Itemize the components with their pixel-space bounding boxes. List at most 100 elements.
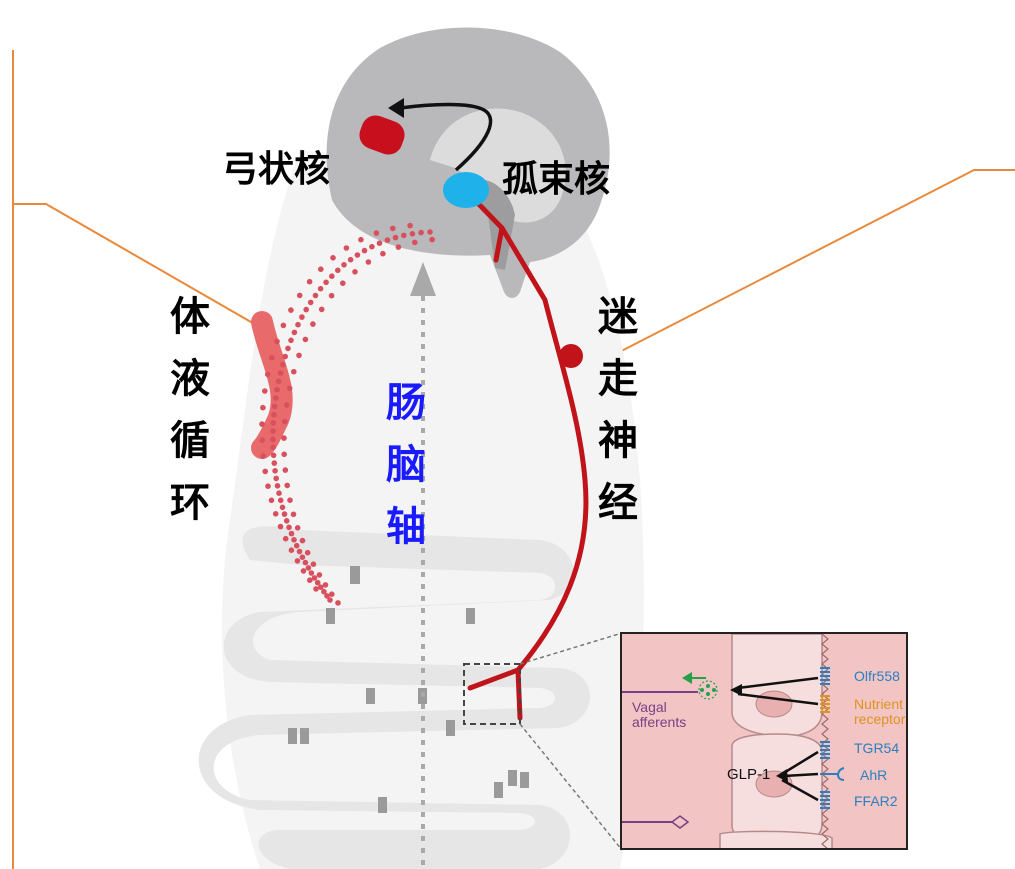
blood-dot: [340, 280, 346, 287]
blood-dot: [361, 247, 368, 254]
blood-dot: [335, 267, 341, 274]
body-silhouette: [221, 150, 644, 869]
blood-dot: [312, 292, 319, 299]
blood-dot: [272, 468, 278, 474]
vertical-char: 走: [598, 356, 638, 402]
blood-dot: [275, 378, 282, 385]
brain: [326, 27, 610, 299]
blood-dot: [274, 338, 280, 345]
vertical-char: 肠: [386, 380, 426, 426]
blood-dot: [277, 370, 284, 376]
blood-dot: [283, 518, 290, 524]
blood-dot: [395, 244, 402, 250]
vertical-char: 神: [598, 418, 638, 464]
ahr-label: AhR: [860, 767, 888, 783]
blood-dot: [270, 436, 276, 443]
glp1-label: GLP-1: [727, 766, 771, 783]
blood-dot: [296, 352, 302, 359]
blood-dot: [330, 254, 336, 261]
blood-circulation-label: 体液循环: [166, 286, 214, 534]
nts-label: 孤束核: [502, 159, 611, 200]
blood-dot: [290, 511, 297, 518]
blood-dot: [274, 483, 281, 489]
blood-dot: [270, 452, 277, 459]
intestine: [198, 526, 591, 869]
vertical-char: 脑: [386, 442, 426, 488]
blood-dot: [429, 236, 435, 243]
blood-dot: [317, 285, 324, 292]
blood-dot: [273, 395, 279, 401]
blood-dot: [418, 229, 424, 236]
blood-dot: [302, 559, 309, 566]
blood-dot: [282, 467, 289, 473]
blood-dot: [277, 497, 284, 504]
blood-dot: [329, 591, 335, 597]
blood-dot: [294, 525, 301, 531]
blood-dot: [282, 535, 289, 542]
blood-dot: [314, 579, 321, 586]
blood-dot: [316, 572, 323, 578]
blood-dot: [305, 565, 312, 571]
blood-dot: [294, 558, 301, 564]
blood-dot: [358, 236, 364, 243]
blood-dot: [286, 385, 293, 392]
blood-dot: [272, 511, 279, 517]
ffar2-label: FFAR2: [854, 793, 898, 809]
blood-dot: [412, 239, 418, 246]
blood-dot: [352, 269, 358, 275]
gut-tight-junctions: [288, 566, 529, 813]
blood-dot: [299, 314, 305, 320]
blood-dot: [409, 231, 416, 237]
vertical-char: 环: [170, 480, 210, 526]
blood-dot: [291, 329, 298, 336]
blood-dot: [311, 575, 318, 581]
blood-dot: [407, 222, 413, 229]
vagal-ganglion: [559, 344, 583, 368]
blood-dot: [274, 386, 280, 393]
blood-dots: [259, 222, 435, 606]
nts-nucleus: [443, 172, 489, 208]
blood-dot: [295, 321, 301, 328]
arrowhead: [388, 98, 404, 118]
blood-dot: [268, 497, 275, 504]
blood-dot: [307, 577, 313, 583]
blood-dot: [310, 321, 316, 327]
blood-dot: [270, 444, 277, 451]
blood-dot: [288, 530, 295, 537]
blood-dot: [392, 234, 399, 241]
blood-dot: [291, 368, 297, 375]
blood-dot: [318, 266, 324, 273]
blood-dot: [259, 421, 265, 427]
blood-dot: [373, 230, 380, 236]
zoom-box: [463, 663, 521, 725]
blood-dot: [299, 537, 306, 544]
blood-dot: [264, 371, 271, 378]
blood-dot: [310, 561, 317, 567]
blood-dot: [285, 345, 291, 352]
blood-dot: [273, 475, 280, 482]
blood-dot: [369, 243, 375, 250]
blood-dot: [329, 273, 335, 280]
blood-dot: [284, 482, 291, 489]
blood-dot: [277, 523, 284, 530]
olfr558-label: Olfr558: [854, 668, 900, 684]
blood-dot: [288, 547, 295, 553]
blood-dot: [327, 597, 333, 603]
blood-dot: [282, 353, 289, 360]
blood-dot: [280, 322, 287, 329]
blood-dot: [313, 586, 319, 592]
blood-dot: [286, 524, 292, 531]
blood-dot: [296, 548, 303, 555]
blood-dot: [276, 490, 282, 497]
vertical-char: 循: [170, 418, 210, 464]
blood-dot: [271, 403, 278, 410]
blood-dot: [260, 404, 266, 411]
blood-dot: [328, 292, 335, 299]
blood-dot: [271, 460, 278, 466]
blood-dot: [307, 299, 314, 306]
blood-dot: [343, 245, 350, 251]
zoom-connector-top: [519, 632, 623, 665]
blood-dot: [259, 437, 266, 444]
